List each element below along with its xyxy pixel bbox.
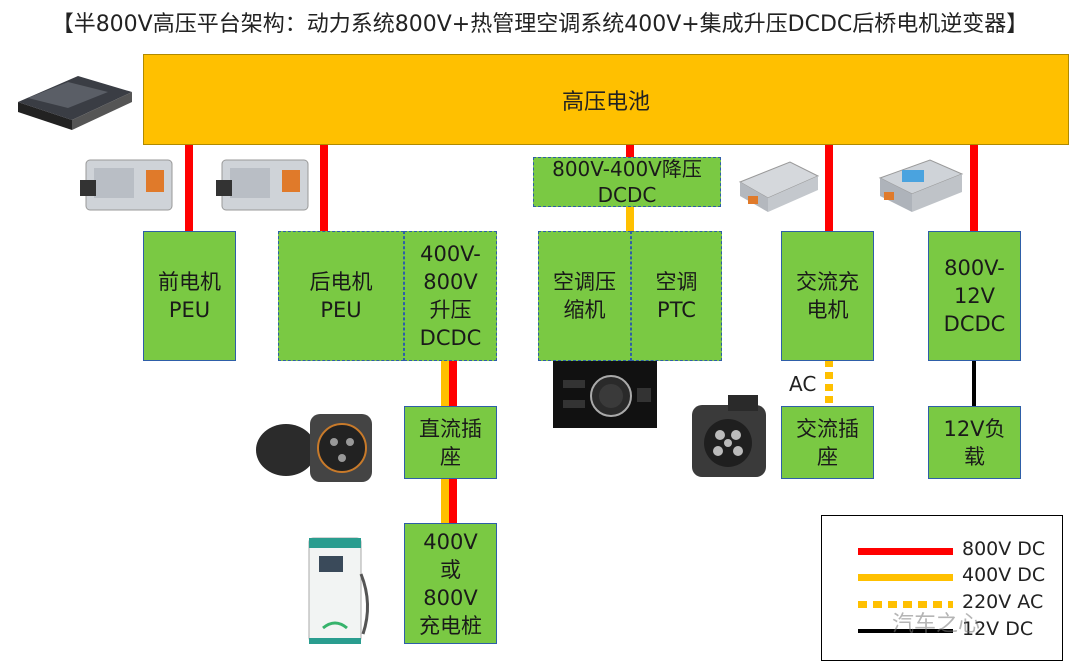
diagram-title: 【半800V高压平台架构：动力系统800V+热管理空调系统400V+集成升压DC… — [51, 12, 1029, 37]
ac-charger-unit-image — [738, 161, 820, 212]
ac-control-panel-image — [553, 360, 657, 428]
legend-line-orange — [858, 574, 953, 581]
charging-pile-image — [308, 537, 369, 644]
legend-label: 400V DC — [962, 564, 1046, 586]
line-220v-ac-charger-socket — [825, 360, 833, 406]
line-800v-buck-dcdc — [626, 145, 634, 158]
12v-load: 12V负 载 — [928, 406, 1021, 479]
ac-on-board-charger: 交流充 电机 — [781, 231, 874, 361]
rear-motor-peu: 后电机 PEU — [278, 231, 404, 361]
front-motor-peu: 前电机 PEU — [143, 231, 236, 361]
battery-pack-image — [18, 76, 132, 130]
line-800v-socket-to-pile-right — [449, 478, 457, 524]
dc-charging-socket: 直流插 座 — [404, 406, 497, 479]
line-400v-boost-to-socket-left — [441, 360, 449, 406]
legend-line-red — [858, 548, 953, 555]
legend-label: 220V AC — [962, 591, 1044, 613]
line-800v-rear-motor — [320, 145, 328, 232]
high-voltage-battery: 高压电池 — [143, 54, 1069, 145]
dcdc-800v-12v: 800V- 12V DCDC — [928, 231, 1021, 361]
legend-line-dotted-orange — [858, 601, 953, 608]
legend-item-800v-dc: 800V DC — [858, 538, 1058, 562]
legend-label: 12V DC — [962, 618, 1034, 640]
front-motor-inverter-image — [80, 159, 173, 211]
line-800v-dcdc-12v — [970, 145, 978, 232]
charging-pile: 400V 或 800V 充电桩 — [404, 523, 497, 644]
rear-motor-inverter-image — [216, 159, 309, 211]
line-800v-front-motor — [185, 145, 193, 232]
dcdc-converter-unit-image — [878, 159, 964, 212]
ac-ptc-heater: 空调 PTC — [631, 231, 722, 361]
ac-charging-socket: 交流插 座 — [781, 406, 874, 479]
boost-dcdc-400v-800v: 400V- 800V 升压 DCDC — [404, 231, 497, 361]
watermark: 汽车之心 — [892, 612, 981, 637]
ac-compressor: 空调压 缩机 — [538, 231, 631, 361]
legend-item-220v-ac: 220V AC — [858, 591, 1058, 615]
legend-line-black — [858, 629, 953, 633]
ac-line-label: AC — [789, 372, 817, 396]
buck-dcdc-800v-400v: 800V-400V降压 DCDC — [533, 157, 721, 207]
dc-charging-socket-image — [256, 414, 372, 482]
line-400v-buck-to-ac — [626, 207, 634, 232]
legend-label: 800V DC — [962, 538, 1046, 560]
ac-charging-socket-image — [692, 395, 766, 477]
line-400v-socket-to-pile-left — [441, 478, 449, 524]
legend-item-12v-dc: 12V DC — [858, 618, 1058, 642]
line-12v-dcdc-load — [972, 360, 976, 406]
line-800v-boost-to-socket-right — [449, 360, 457, 406]
legend: 800V DC 400V DC 220V AC 12V DC — [821, 515, 1063, 661]
line-800v-ac-charger — [825, 145, 833, 232]
legend-item-400v-dc: 400V DC — [858, 564, 1058, 588]
